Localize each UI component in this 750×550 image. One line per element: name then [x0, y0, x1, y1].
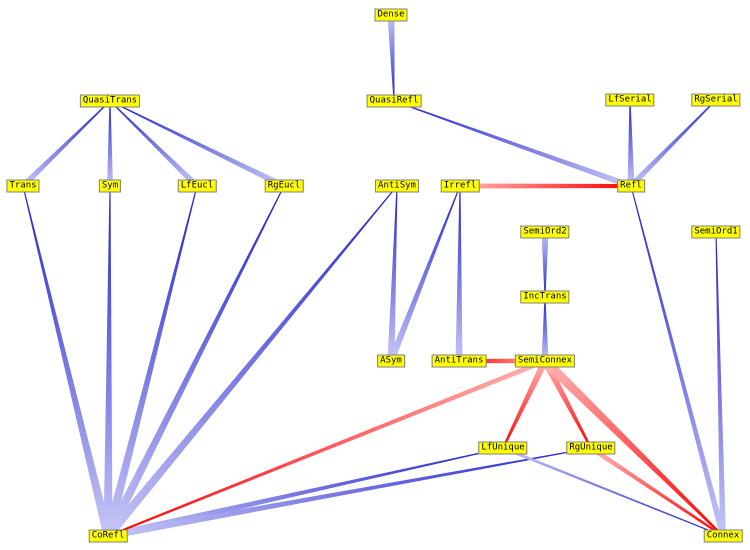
- edge-implication-Refl-QuasiRefl: [393, 100, 633, 189]
- edge-conflict-Irrefl-Refl: [460, 183, 631, 189]
- node-RgEucl: RgEucl: [264, 179, 304, 193]
- edge-conflict-RgUnique-Connex: [589, 445, 724, 537]
- node-LfSerial: LfSerial: [605, 93, 655, 107]
- edge-implication-SemiOrd2-IncTrans: [541, 232, 549, 297]
- edge-implication-CoRefl-RgEucl: [103, 185, 285, 539]
- edge-implication-CoRefl-Trans: [22, 185, 113, 538]
- edge-implication-ASym-AntiSym: [387, 185, 398, 362]
- node-RgSerial: RgSerial: [691, 93, 741, 107]
- node-ASym: ASym: [377, 354, 405, 368]
- node-Irrefl: Irrefl: [440, 179, 480, 193]
- node-Refl: Refl: [617, 179, 645, 193]
- node-AntiSym: AntiSym: [375, 179, 419, 193]
- edge-implication-CoRefl-AntiSym: [104, 185, 398, 539]
- node-SemiOrd2: SemiOrd2: [520, 225, 570, 239]
- edge-implication-Refl-LfSerial: [627, 99, 635, 187]
- edge-implication-RgEucl-QuasiTrans: [109, 100, 286, 189]
- edge-implication-Trans-QuasiTrans: [20, 100, 111, 189]
- node-RgUnique: RgUnique: [566, 441, 616, 455]
- node-QuasiRefl: QuasiRefl: [366, 94, 422, 108]
- edge-implication-ASym-Irrefl: [387, 185, 461, 363]
- edge-implication-Refl-RgSerial: [628, 99, 717, 189]
- edge-implication-CoRefl-LfEucl: [103, 185, 198, 538]
- node-Dense: Dense: [374, 8, 408, 22]
- edge-conflict-SemiConnex-Connex: [541, 357, 724, 537]
- node-Trans: Trans: [6, 179, 40, 193]
- edge-conflict-SemiConnex-RgUnique: [541, 359, 592, 449]
- node-SemiOrd1: SemiOrd1: [691, 225, 741, 239]
- node-AntiTrans: AntiTrans: [431, 354, 487, 368]
- edge-implication-Dense-QuasiRefl: [387, 14, 395, 102]
- edge-implication-Sym-QuasiTrans: [107, 101, 113, 186]
- edge-implication-LfUnique-Connex: [502, 446, 724, 537]
- node-QuasiTrans: QuasiTrans: [79, 94, 141, 108]
- edge-implication-Connex-SemiOrd1: [715, 231, 726, 537]
- edge-implication-CoRefl-Sym: [103, 185, 113, 537]
- node-LfUnique: LfUnique: [478, 441, 528, 455]
- node-Connex: Connex: [703, 529, 743, 543]
- node-IncTrans: IncTrans: [520, 290, 570, 304]
- node-LfEucl: LfEucl: [177, 179, 217, 193]
- edge-conflict-SemiConnex-CoRefl: [107, 358, 546, 537]
- node-CoRefl: CoRefl: [88, 529, 128, 543]
- edge-conflict-SemiConnex-LfUnique: [502, 359, 549, 449]
- edge-implication-AntiTrans-Irrefl: [455, 185, 463, 362]
- edge-implication-Connex-Refl: [630, 185, 726, 537]
- node-SemiConnex: SemiConnex: [514, 354, 576, 368]
- edge-implication-LfEucl-QuasiTrans: [109, 100, 200, 189]
- edge-implication-CoRefl-RgUnique: [107, 447, 592, 540]
- edge-implication-SemiConnex-IncTrans: [541, 297, 549, 361]
- node-Sym: Sym: [98, 179, 122, 193]
